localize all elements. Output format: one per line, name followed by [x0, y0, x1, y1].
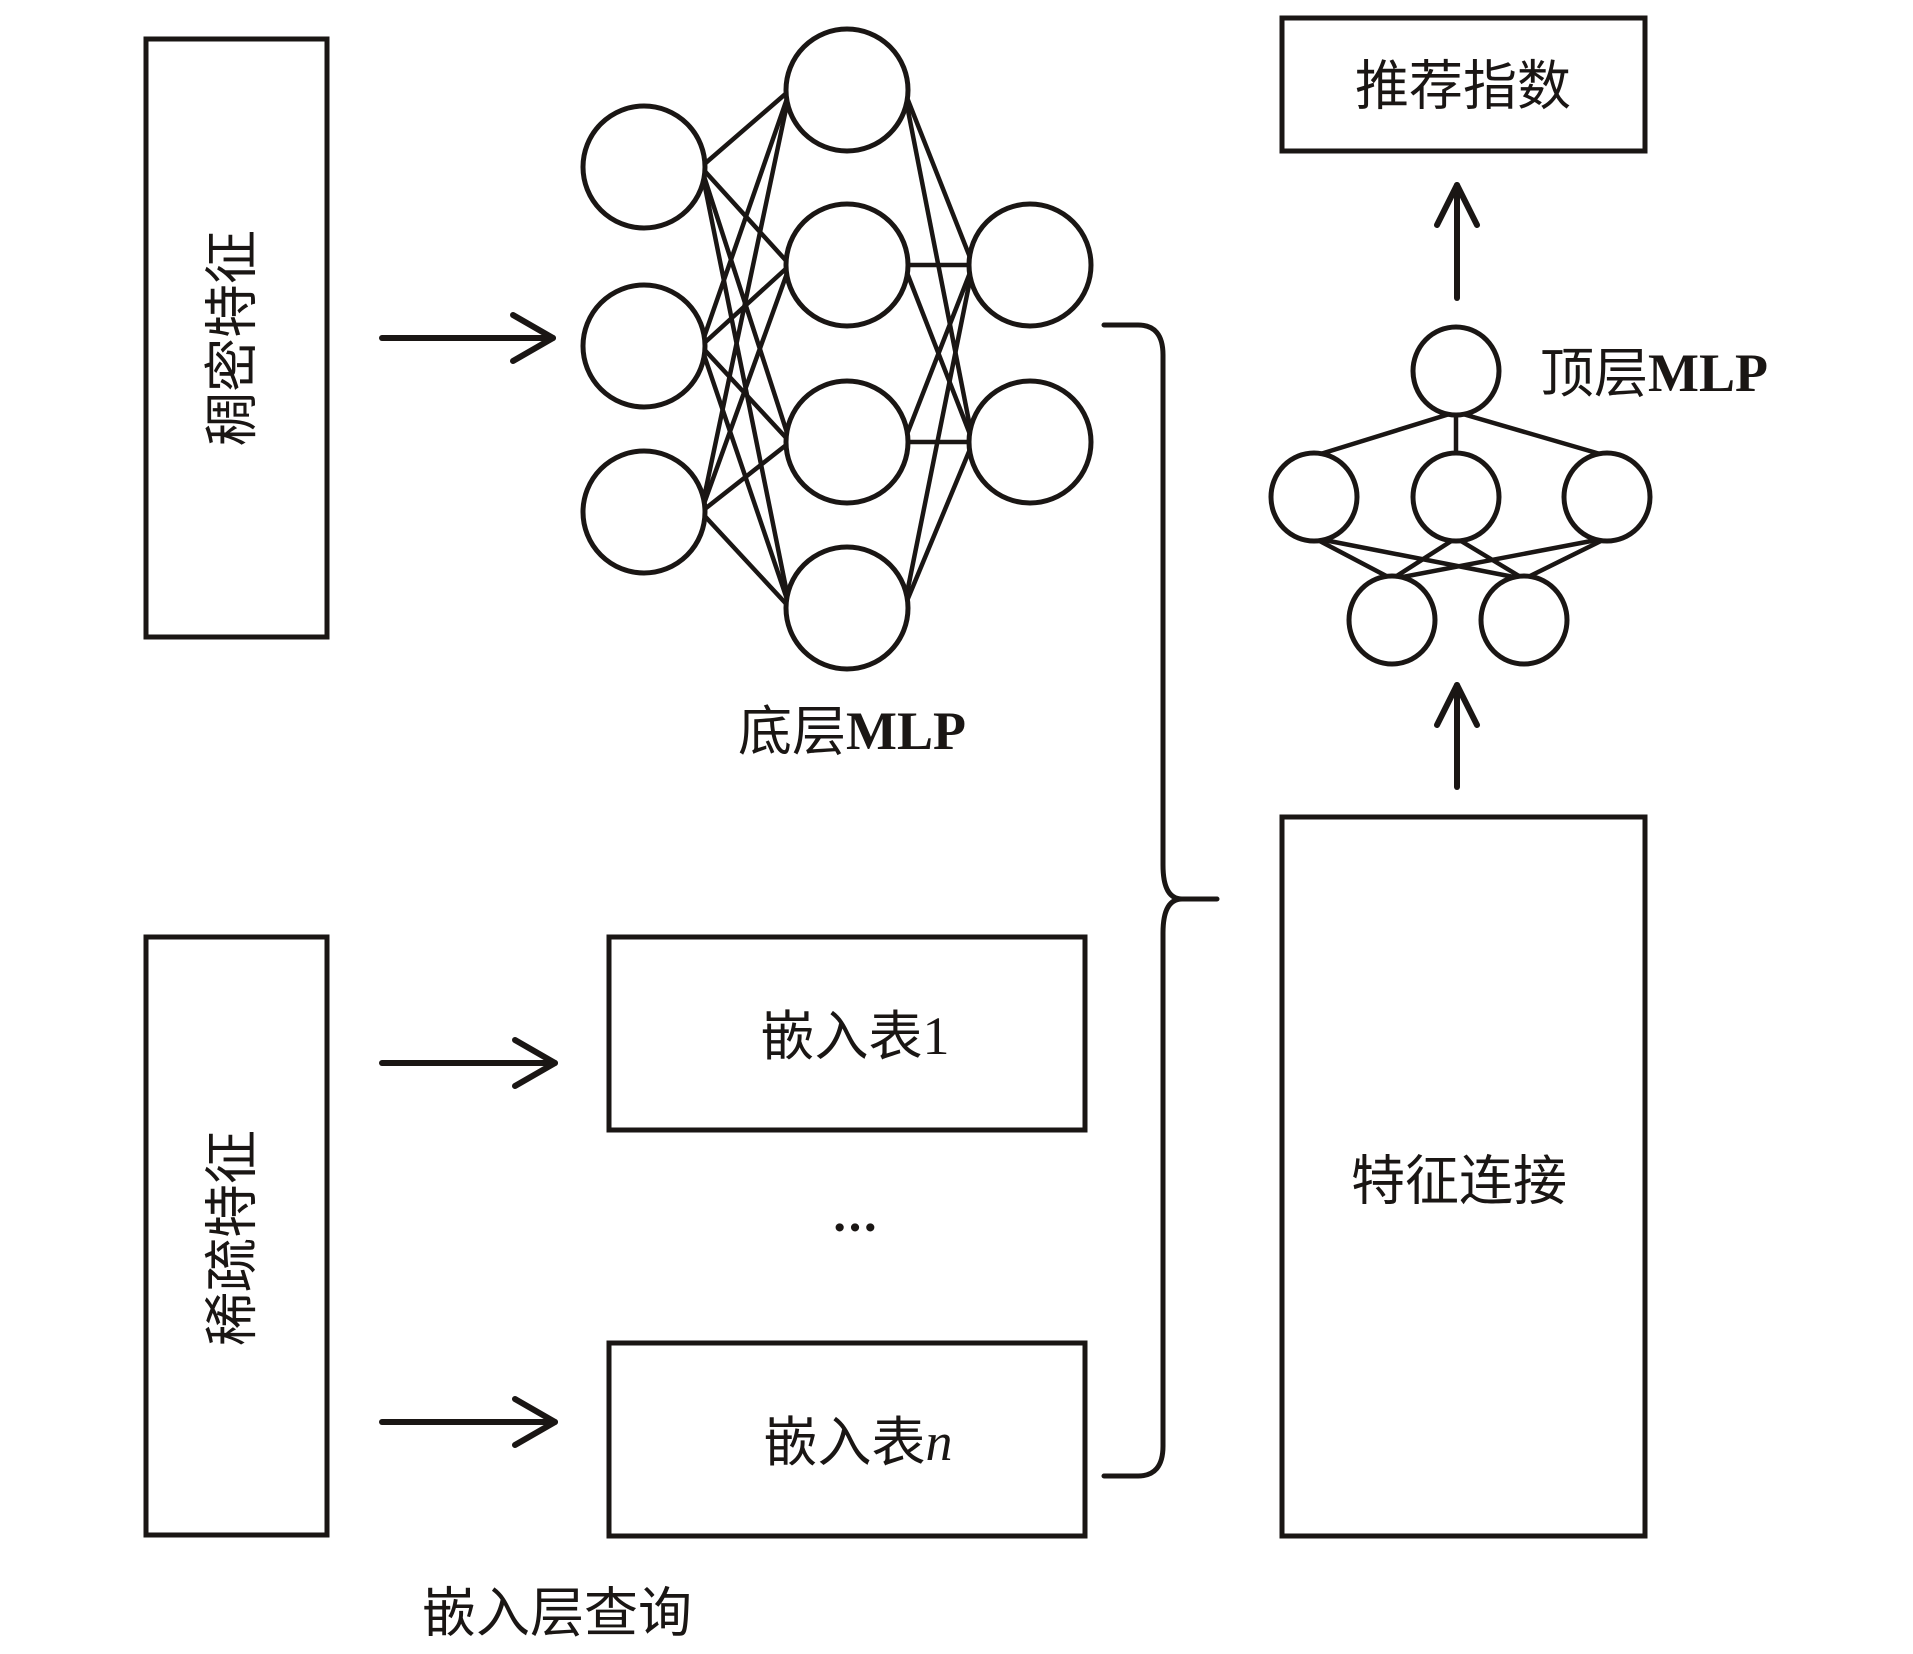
bottom-mlp-edge-l1-n2-to-n0 [901, 264, 976, 443]
embedding-table-n-label-index: n [926, 1412, 953, 1472]
bottom-mlp-node-l2-n0 [966, 201, 1094, 329]
top-mlp-node-l0-n0 [1346, 573, 1438, 667]
dense-features-box [143, 36, 330, 640]
top-mlp-edge-l1-n0-to-n0 [1313, 409, 1457, 459]
bottom-mlp-edge-l0-n2-to-n0 [698, 89, 793, 513]
feature-concat-block: 特征连接 [1279, 814, 1648, 1539]
bottom-mlp-node-l1-n3 [783, 544, 911, 672]
embedding-table-1-label-prefix: 嵌入表 [761, 1005, 923, 1068]
feature-concat-label: 特征连接 [1351, 1150, 1567, 1213]
bottom-mlp-label-prefix: 底层 [738, 700, 846, 763]
embedding-table-1-box [606, 934, 1088, 1133]
recommendation-score-box [1279, 15, 1648, 154]
top-mlp-edge-l0-n1-to-n2 [1523, 535, 1608, 582]
top-mlp-node-l1-n0 [1268, 450, 1360, 544]
top-mlp-label-prefix: 顶层 [1540, 342, 1648, 405]
top-mlp-edge-l1-n2-to-n0 [1455, 409, 1608, 459]
embedding-ellipsis: ··· [832, 1203, 878, 1254]
dense-features-label: 稠密特征 [201, 230, 264, 446]
bottom-mlp-edge-l0-n2-to-n1 [698, 264, 793, 513]
bottom-mlp-node-l0-n1 [580, 282, 708, 410]
bottom-mlp-edge-l0-n0-to-n0 [699, 88, 792, 169]
embedding-table-1: 嵌入表1 [606, 934, 1088, 1133]
bottom-mlp-edge-l0-n1-to-n0 [698, 89, 793, 347]
recommendation-score-label: 推荐指数 [1355, 55, 1571, 118]
embedding-table-n: 嵌入表n [606, 1340, 1088, 1539]
dense-features-block: 稠密特征 [143, 36, 330, 640]
bottom-mlp-edge-l1-n3-to-n0 [901, 264, 976, 609]
sparse-features-block: 稀疏特征 [143, 934, 330, 1538]
bottom-mlp-edge-l0-n2-to-n3 [699, 510, 792, 610]
embedding-lookup-caption: 嵌入层查询 [422, 1582, 692, 1645]
bottom-mlp-node-l1-n1 [783, 201, 911, 329]
bottom-mlp-edge-l1-n3-to-n1 [901, 441, 976, 609]
top-mlp-network [1268, 324, 1653, 667]
bottom-mlp-node-l0-n0 [580, 103, 708, 231]
top-mlp-edge-l0-n0-to-n0 [1312, 536, 1394, 581]
embedding-table-1-label-index: 1 [923, 1006, 950, 1066]
top-mlp-edge-l0-n1-to-n0 [1313, 535, 1525, 582]
top-mlp-to-output-arrow [1434, 182, 1480, 301]
dense-to-mlp-arrow [379, 312, 556, 364]
bottom-mlp-node-l2-n1 [966, 378, 1094, 506]
bottom-mlp-edge-l0-n2-to-n2 [699, 440, 792, 514]
sparse-to-embedding-1-arrow [379, 1037, 558, 1089]
bottom-mlp-label: 底层MLP [738, 700, 966, 763]
top-mlp-label-suffix: MLP [1648, 343, 1768, 403]
top-mlp-node-l1-n1 [1410, 450, 1502, 544]
bottom-mlp-node-l0-n2 [580, 448, 708, 576]
feature-concat-box [1279, 814, 1648, 1539]
bottom-mlp-node-l1-n2 [783, 378, 911, 506]
sparse-to-embedding-n-arrow [379, 1396, 558, 1448]
sparse-features-box [143, 934, 330, 1538]
embedding-table-n-box [606, 1340, 1088, 1539]
bottom-mlp-node-l1-n0 [783, 26, 911, 154]
embedding-table-n-label-prefix: 嵌入表 [764, 1411, 926, 1474]
top-mlp-node-l2-n0 [1410, 324, 1502, 418]
top-mlp-node-l0-n1 [1478, 573, 1570, 667]
bottom-mlp-edges [698, 88, 976, 610]
concat-to-top-mlp-arrow [1434, 682, 1480, 790]
top-mlp-edges [1312, 409, 1608, 582]
top-mlp-label: 顶层MLP [1540, 342, 1768, 405]
bottom-mlp-nodes [580, 26, 1094, 672]
merge-bracket [1101, 322, 1220, 1479]
embedding-table-n-label: 嵌入表n [764, 1411, 953, 1474]
top-mlp-edge-l0-n1-to-n1 [1454, 536, 1526, 581]
top-mlp-nodes [1268, 324, 1653, 667]
bottom-mlp-edge-l1-n0-to-n0 [901, 89, 976, 266]
bottom-mlp-network [580, 26, 1094, 672]
recommendation-score-block: 推荐指数 [1279, 15, 1648, 154]
top-mlp-node-l1-n2 [1561, 450, 1653, 544]
sparse-features-label: 稀疏特征 [201, 1130, 264, 1346]
bottom-mlp-label-suffix: MLP [846, 701, 966, 761]
embedding-table-1-label: 嵌入表1 [761, 1005, 950, 1068]
top-mlp-edge-l0-n0-to-n2 [1391, 535, 1608, 582]
